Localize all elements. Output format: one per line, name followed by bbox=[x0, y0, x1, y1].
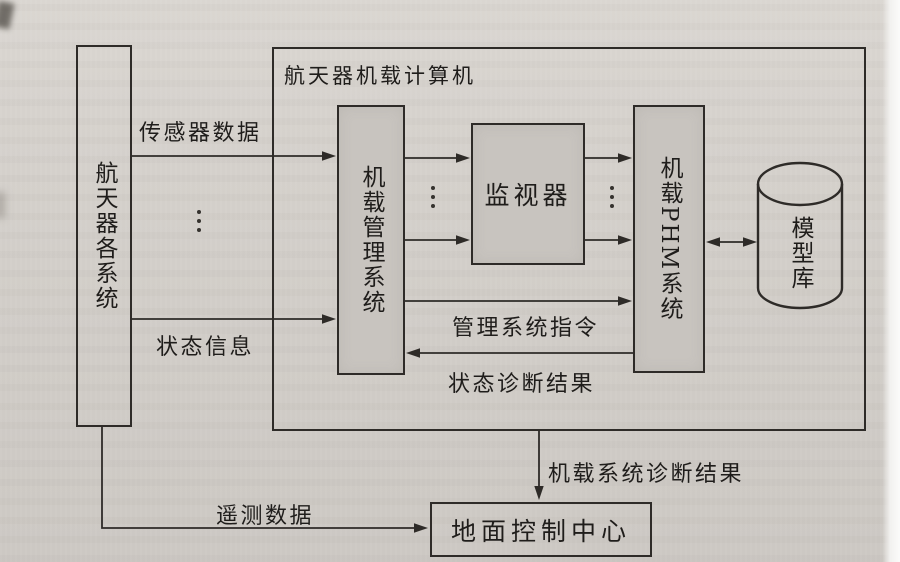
node-spacecraft-systems-label: 航天器各系统 bbox=[91, 161, 117, 311]
ellipsis-left bbox=[197, 210, 201, 232]
node-onboard-management: 机载管理系统 bbox=[337, 105, 405, 375]
node-spacecraft-systems: 航天器各系统 bbox=[76, 45, 132, 427]
arrow-management-commands bbox=[405, 296, 632, 306]
arrow-mgmt-to-monitor-1 bbox=[405, 153, 470, 163]
node-monitor: 监视器 bbox=[471, 123, 585, 265]
arrow-phm-model-library bbox=[706, 237, 757, 247]
node-ground-control-label: 地面控制中心 bbox=[450, 516, 631, 546]
edge-label-status-diagnosis: 状态诊断结果 bbox=[448, 372, 596, 397]
arrow-status-info bbox=[132, 314, 336, 324]
arrow-status-diagnosis bbox=[406, 348, 633, 358]
edge-label-management-commands: 管理系统指令 bbox=[452, 316, 600, 341]
arrow-sensor-data bbox=[132, 151, 336, 161]
node-model-library-label: 模型库 bbox=[787, 215, 813, 291]
node-onboard-phm-label: 机载PHM系统 bbox=[656, 156, 682, 322]
node-model-library: 模型库 bbox=[772, 205, 828, 301]
onboard-computer-label: 航天器机载计算机 bbox=[284, 64, 476, 88]
edge-label-status-info: 状态信息 bbox=[156, 335, 255, 360]
node-onboard-phm: 机载PHM系统 bbox=[633, 105, 705, 373]
arrow-monitor-to-phm-2 bbox=[585, 235, 632, 245]
arrow-onboard-diagnosis bbox=[534, 431, 544, 500]
page-white-margin bbox=[882, 0, 900, 562]
ellipsis-mgmt-monitor bbox=[431, 186, 435, 208]
page-edge-smudge bbox=[0, 192, 5, 218]
edge-label-onboard-diagnosis: 机载系统诊断结果 bbox=[548, 462, 745, 487]
arrow-telemetry bbox=[101, 427, 428, 533]
node-onboard-management-label: 机载管理系统 bbox=[358, 165, 384, 315]
arrow-monitor-to-phm-1 bbox=[585, 153, 632, 163]
edge-label-telemetry: 遥测数据 bbox=[216, 504, 315, 529]
onboard-computer-container: 航天器机载计算机 bbox=[272, 47, 866, 431]
node-monitor-label: 监视器 bbox=[484, 181, 572, 210]
ellipsis-monitor-phm bbox=[610, 186, 614, 208]
edge-label-sensor-data: 传感器数据 bbox=[139, 121, 262, 146]
node-ground-control: 地面控制中心 bbox=[430, 502, 652, 557]
arrow-mgmt-to-monitor-2 bbox=[405, 235, 470, 245]
model-library-cylinder bbox=[756, 161, 844, 310]
